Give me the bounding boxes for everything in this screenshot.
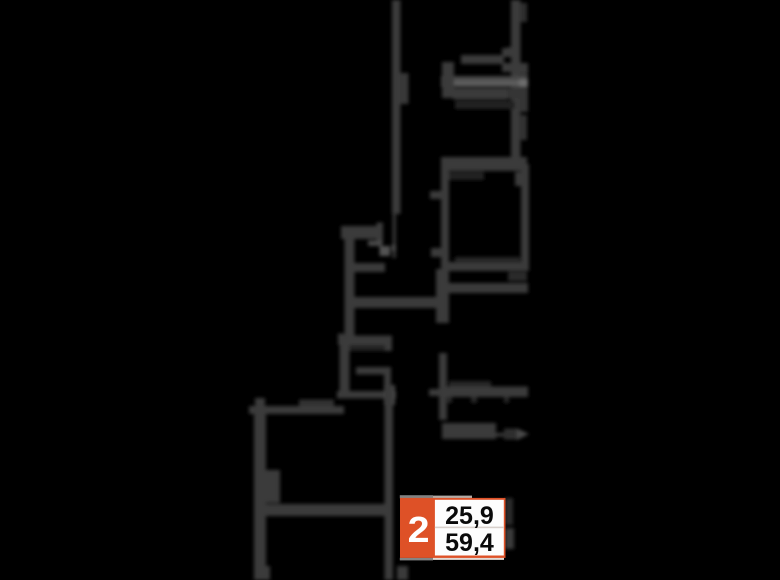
svg-text:25,9: 25,9 [445, 502, 494, 530]
svg-text:2: 2 [408, 510, 430, 550]
svg-text:59,4: 59,4 [445, 529, 494, 557]
